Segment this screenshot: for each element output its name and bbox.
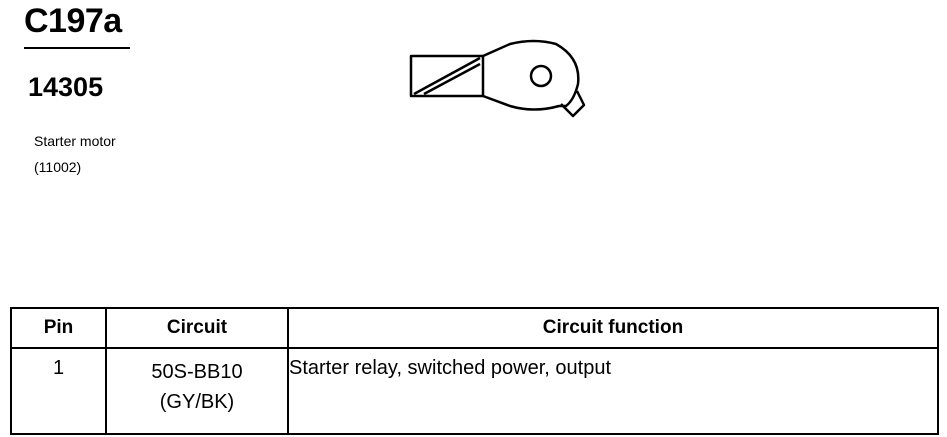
circuit-code: 50S-BB10 bbox=[151, 361, 243, 383]
component-name: Starter motor bbox=[34, 133, 116, 149]
component-code: (11002) bbox=[34, 159, 82, 175]
cell-circuit: 50S-BB10 (GY/BK) bbox=[105, 347, 289, 435]
connector-id-underline bbox=[24, 47, 130, 49]
header-circuit: Circuit bbox=[105, 307, 289, 349]
header-circuit-function: Circuit function bbox=[287, 307, 939, 349]
table-row: 1 50S-BB10 (GY/BK) Starter relay, switch… bbox=[10, 347, 939, 435]
cell-circuit-function: Starter relay, switched power, output bbox=[287, 347, 939, 435]
table-header-row: Pin Circuit Circuit function bbox=[10, 307, 939, 349]
part-number: 14305 bbox=[28, 72, 104, 102]
cell-pin: 1 bbox=[10, 347, 107, 435]
ring-terminal-icon bbox=[409, 39, 586, 118]
pinout-table: Pin Circuit Circuit function 1 50S-BB10 … bbox=[10, 307, 939, 435]
header-pin: Pin bbox=[10, 307, 107, 349]
connector-id: C197a bbox=[24, 2, 122, 40]
circuit-color: (GY/BK) bbox=[159, 391, 235, 413]
